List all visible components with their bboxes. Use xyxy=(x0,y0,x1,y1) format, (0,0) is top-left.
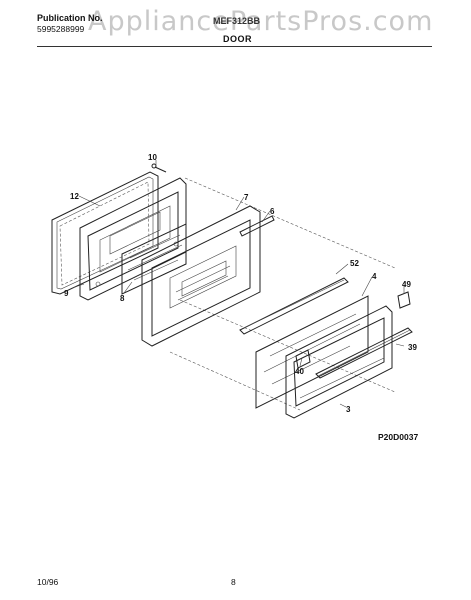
retainer-strip-part xyxy=(239,277,349,335)
watermark: AppliancePartsPros.com xyxy=(88,6,434,37)
callout-40: 40 xyxy=(295,367,304,376)
callout-10: 10 xyxy=(148,153,157,162)
outer-glass-part xyxy=(255,295,369,409)
leader-lines xyxy=(71,160,405,408)
callout-4: 4 xyxy=(372,272,377,281)
header-rule xyxy=(37,46,432,47)
assembly-guide-line xyxy=(169,177,396,411)
screw-part xyxy=(151,163,167,173)
callout-49: 49 xyxy=(402,280,411,289)
callout-8: 8 xyxy=(120,294,125,303)
callout-6: 6 xyxy=(270,207,275,216)
callout-39: 39 xyxy=(408,343,417,352)
door-frame-part xyxy=(141,205,261,347)
handle-part xyxy=(315,327,413,379)
callout-9: 9 xyxy=(64,289,69,298)
inner-door-panel-part xyxy=(79,177,187,301)
figure-code: P20D0037 xyxy=(378,432,419,442)
callout-12: 12 xyxy=(70,192,79,201)
outer-door-panel-part xyxy=(285,305,393,419)
callout-52: 52 xyxy=(350,259,359,268)
end-cap-part xyxy=(397,291,411,309)
callout-7: 7 xyxy=(244,193,249,202)
handle-bracket-part xyxy=(295,349,311,369)
window-glass-part xyxy=(121,223,187,295)
publication-number: 5995288999 xyxy=(37,24,85,34)
page-number: 8 xyxy=(231,577,236,587)
trim-strip-part xyxy=(239,215,275,237)
footer-date: 10/96 xyxy=(37,577,59,587)
callout-3: 3 xyxy=(346,405,351,414)
publication-label: Publication No. xyxy=(37,13,103,23)
section-title: DOOR xyxy=(223,34,252,44)
model-number: MEF312BB xyxy=(213,16,261,26)
